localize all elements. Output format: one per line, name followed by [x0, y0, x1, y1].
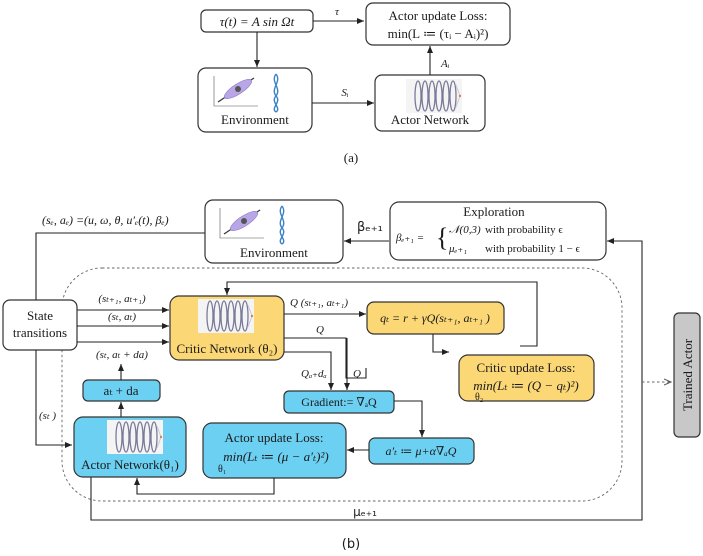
state-transitions-line2: transitions [13, 325, 67, 340]
neural-network-icon [197, 298, 255, 334]
beta-label: βₑ₊₁ [357, 220, 383, 235]
caption-a: (a) [344, 150, 358, 165]
actor-network-label-b: Actor Network(θ₁) [81, 457, 179, 472]
case2-condition: with probability 1 − ϵ [485, 243, 581, 255]
neural-network-icon [405, 78, 463, 114]
actor-loss-formula-b: min(Lₜ ≔ (μ − a′ₜ)²) [223, 449, 328, 464]
q-label: Q [316, 324, 324, 336]
q-plus-da-label: Qₐ₊dₐ [301, 368, 327, 380]
environment-label-b: Environment [240, 245, 308, 260]
trained-actor-label: Trained Actor [680, 338, 695, 411]
critic-loss-title: Critic update Loss: [477, 360, 576, 375]
edge-next-label: (sₜ₊₁, aₜ₊₁) [98, 293, 146, 305]
case2-value: μₑ₊₁ [448, 243, 467, 255]
exploration-title: Exploration [463, 204, 525, 219]
actor-loss-formula-a: min(L ≔ (τᵢ − Aᵢ)²) [388, 26, 489, 41]
state-to-actor-arrow [35, 350, 72, 448]
mu-label: μₑ₊₁ [353, 505, 377, 519]
gradient-to-target-action-arrow [394, 400, 425, 437]
environment-box-a [197, 67, 313, 133]
q-next-label: Q (sₜ₊₁, aₜ₊₁) [290, 297, 348, 309]
mu-feedback-line [90, 238, 643, 521]
edge-perturbed-label: (sₜ, aₜ + da) [96, 349, 148, 361]
critic-loss-box [458, 354, 595, 402]
environment-label-a: Environment [221, 112, 289, 127]
target-to-loss-arrow [432, 334, 449, 355]
actor-loss-box-a [365, 2, 511, 46]
perturbed-action-label: aₜ + da [103, 383, 138, 398]
panel-a: τ(t) = A sin Ωt τ Actor update Loss: min… [197, 2, 511, 165]
actor-loss-title-b: Actor update Loss: [225, 430, 324, 445]
exploration-lhs: βₑ₊₁ = [395, 232, 424, 244]
state-label: Sᵢ [341, 87, 349, 99]
trained-actor-box [673, 312, 701, 438]
edge-current-label: (sₜ, aₜ) [108, 311, 136, 323]
actor-loss-subscript: θ₁ [218, 464, 226, 475]
actor-loss-to-actor-arrow [134, 478, 275, 495]
caption-b: (b) [342, 537, 360, 552]
critic-loss-formula: min(Lₜ ≔ (Q − qₜ)²) [473, 378, 578, 393]
training-loop-boundary [61, 267, 623, 502]
critic-network-label: Critic Network (θ₂) [176, 341, 277, 356]
critic-loss-subscript: θ₂ [475, 392, 483, 403]
actor-loss-title-a: Actor update Loss: [389, 8, 488, 23]
episode-line [35, 232, 205, 300]
signal-formula: τ(t) = A sin Ωt [220, 14, 295, 29]
target-action-box [368, 437, 475, 465]
case1-value: 𝒩(0,3) [449, 224, 481, 236]
state-transitions-line1: State [27, 308, 53, 323]
case1-condition: with probability ϵ [485, 224, 563, 236]
gradient-formula: Gradient:= ∇ₐQ [301, 395, 377, 409]
edge-state-label: (sₜ ) [39, 410, 56, 422]
target-formula: qₜ = r + γQ(sₜ₊₁, aₜ₊₁ ) [380, 311, 490, 325]
action-label: Aᵢ [440, 58, 450, 70]
piecewise-brace: { [436, 223, 448, 252]
q-label-2: Q [353, 368, 361, 380]
actor-network-label-a: Actor Network [391, 112, 470, 127]
gradient-box [283, 390, 395, 414]
tau-label: τ [335, 6, 340, 18]
target-box [366, 301, 505, 335]
panel-b: (sₑ, aₑ) =(u, ω, θ, u′ₑ(t), βₑ) Environm… [2, 199, 701, 552]
episode-tuple: (sₑ, aₑ) =(u, ω, θ, u′ₑ(t), βₑ) [42, 213, 169, 227]
target-action-formula: a′ₜ ≔ μ+α∇ₐQ [386, 444, 457, 458]
exploration-box [389, 201, 607, 261]
critic-loss-feedback-line [224, 281, 538, 347]
environment-box-b [204, 199, 344, 264]
q-to-loss-line [284, 337, 367, 379]
neural-network-icon [106, 419, 164, 455]
state-transitions-box [2, 299, 78, 351]
q-plus-da-arrow [284, 351, 334, 390]
